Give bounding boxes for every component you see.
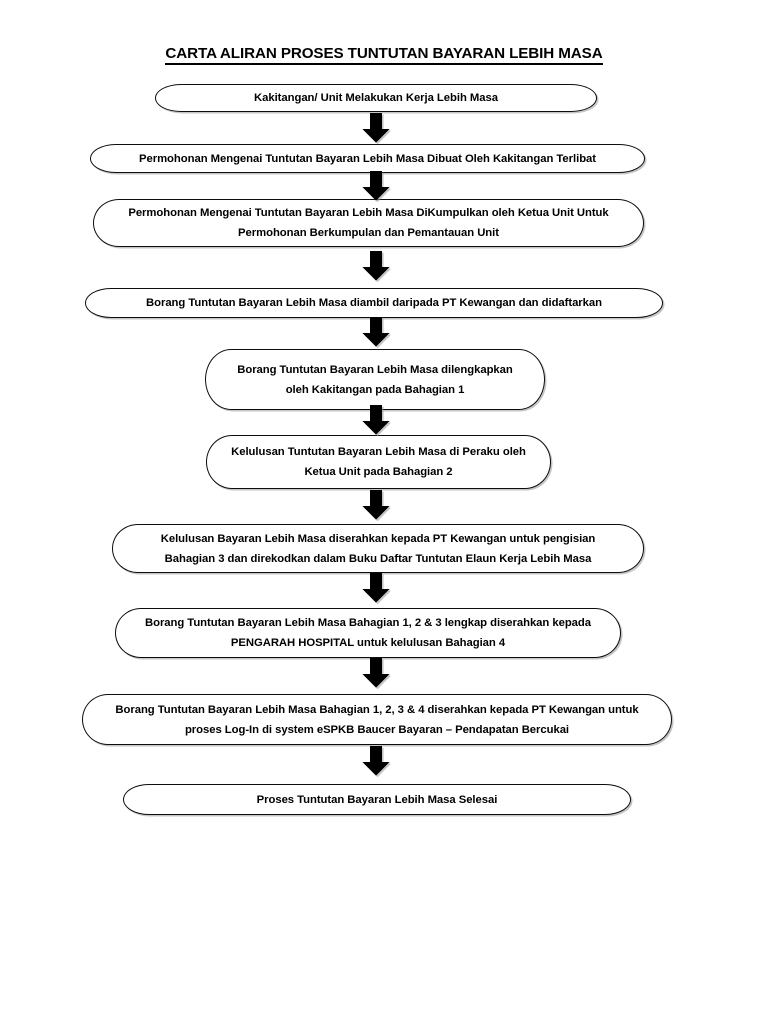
flow-step-6: Kelulusan Tuntutan Bayaran Lebih Masa di… (206, 435, 551, 489)
flow-arrow-5 (360, 404, 392, 438)
down-arrow-icon (362, 251, 392, 283)
flow-step-8: Borang Tuntutan Bayaran Lebih Masa Bahag… (115, 608, 621, 658)
flow-step-4-line-1: Borang Tuntutan Bayaran Lebih Masa diamb… (146, 297, 602, 309)
flow-step-9-line-1: Borang Tuntutan Bayaran Lebih Masa Bahag… (115, 703, 639, 716)
flow-arrow-3 (360, 250, 392, 284)
flow-step-5-line-2: oleh Kakitangan pada Bahagian 1 (285, 383, 465, 396)
flow-step-1: Kakitangan/ Unit Melakukan Kerja Lebih M… (155, 84, 597, 112)
down-arrow-icon (362, 658, 392, 690)
flow-step-2: Permohonan Mengenai Tuntutan Bayaran Leb… (90, 144, 645, 173)
flow-step-8-line-2: PENGARAH HOSPITAL untuk kelulusan Bahagi… (230, 637, 506, 649)
flow-arrow-6 (360, 489, 392, 523)
flow-step-10-line-1: Proses Tuntutan Bayaran Lebih Masa Seles… (256, 793, 498, 806)
flow-step-5-line-1: Borang Tuntutan Bayaran Lebih Masa dilen… (237, 363, 513, 376)
flow-step-1-line-1: Kakitangan/ Unit Melakukan Kerja Lebih M… (254, 92, 498, 104)
flow-step-6-line-1: Kelulusan Tuntutan Bayaran Lebih Masa di… (231, 446, 526, 458)
flow-step-6-line-2: Ketua Unit pada Bahagian 2 (304, 466, 453, 478)
flow-step-5: Borang Tuntutan Bayaran Lebih Masa dilen… (205, 349, 545, 410)
flow-step-7-line-1: Kelulusan Bayaran Lebih Masa diserahkan … (160, 532, 596, 545)
down-arrow-icon (362, 317, 392, 349)
flow-step-9-line-2: proses Log-In di system eSPKB Baucer Bay… (184, 723, 570, 736)
flow-step-4: Borang Tuntutan Bayaran Lebih Masa diamb… (85, 288, 663, 318)
flow-arrow-8 (360, 657, 392, 691)
page-title-text: CARTA ALIRAN PROSES TUNTUTAN BAYARAN LEB… (165, 45, 603, 65)
flow-step-9: Borang Tuntutan Bayaran Lebih Masa Bahag… (82, 694, 672, 745)
flow-step-7: Kelulusan Bayaran Lebih Masa diserahkan … (112, 524, 644, 573)
page-title: CARTA ALIRAN PROSES TUNTUTAN BAYARAN LEB… (0, 44, 768, 65)
down-arrow-icon (362, 405, 392, 437)
down-arrow-icon (362, 746, 392, 778)
flow-step-3-line-1: Permohonan Mengenai Tuntutan Bayaran Leb… (128, 207, 609, 219)
flow-arrow-2 (360, 170, 392, 204)
flow-arrow-4 (360, 316, 392, 350)
flow-arrow-7 (360, 572, 392, 606)
flow-step-2-line-1: Permohonan Mengenai Tuntutan Bayaran Leb… (139, 152, 596, 165)
flow-step-7-line-2: Bahagian 3 dan direkodkan dalam Buku Daf… (164, 552, 592, 565)
flow-step-10: Proses Tuntutan Bayaran Lebih Masa Seles… (123, 784, 631, 815)
down-arrow-icon (362, 490, 392, 522)
flow-step-3: Permohonan Mengenai Tuntutan Bayaran Leb… (93, 199, 644, 247)
flow-arrow-9 (360, 745, 392, 779)
flow-arrow-1 (360, 112, 392, 146)
down-arrow-icon (362, 171, 392, 203)
flow-step-8-line-1: Borang Tuntutan Bayaran Lebih Masa Bahag… (144, 617, 591, 629)
down-arrow-icon (362, 573, 392, 605)
flow-step-3-line-2: Permohonan Berkumpulan dan Pemantauan Un… (238, 227, 499, 239)
down-arrow-icon (362, 113, 392, 145)
